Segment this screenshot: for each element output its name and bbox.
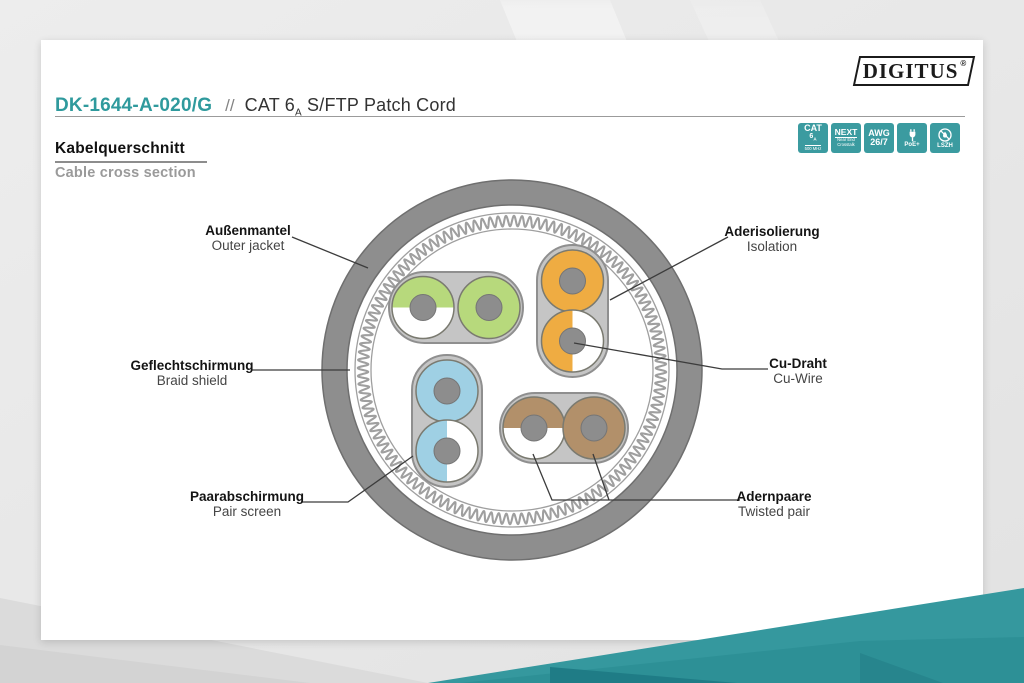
plug-icon — [909, 128, 915, 141]
feature-badges: CAT 6A 500 MHz NEXT Near End Crosstalk A… — [798, 123, 960, 153]
title-separator: // — [225, 96, 235, 115]
leader-outer-jacket — [291, 236, 369, 269]
badge-poe: PoE+ — [897, 123, 927, 153]
logo-text: DIGITUS® — [862, 58, 968, 83]
leader-cu-wire — [573, 342, 768, 370]
braid-shield-ring — [354, 212, 670, 528]
leader-isolation — [609, 236, 729, 301]
section-title-underline — [55, 161, 207, 163]
digitus-logo: DIGITUS® — [852, 56, 976, 86]
no-flame-icon — [938, 127, 952, 142]
page-title: DK-1644-A-020/G // CAT 6A S/FTP Patch Co… — [55, 95, 456, 119]
twisted-pair-green — [388, 271, 524, 344]
title-rule — [55, 116, 965, 117]
badge-lszh: LSZH — [930, 123, 960, 153]
leader-lines — [252, 236, 768, 503]
badge-next: NEXT Near End Crosstalk — [831, 123, 861, 153]
twisted-pair-orange — [536, 244, 609, 378]
badge-cat6a: CAT 6A 500 MHz — [798, 123, 828, 153]
twisted-pair-blue — [411, 354, 483, 488]
registered-mark: ® — [960, 58, 968, 68]
section-title-de: Kabelquerschnitt — [55, 140, 185, 157]
twisted-pair-brown — [499, 392, 629, 464]
product-code: DK-1644-A-020/G — [55, 95, 213, 116]
product-name: CAT 6A S/FTP Patch Cord — [244, 95, 456, 119]
leader-pair-screen — [302, 455, 414, 503]
badge-awg: AWG 26/7 — [864, 123, 894, 153]
section-title-en: Cable cross section — [55, 165, 196, 181]
leader-twisted-pair — [532, 453, 740, 501]
section-heading: Kabelquerschnitt Cable cross section — [55, 140, 207, 181]
